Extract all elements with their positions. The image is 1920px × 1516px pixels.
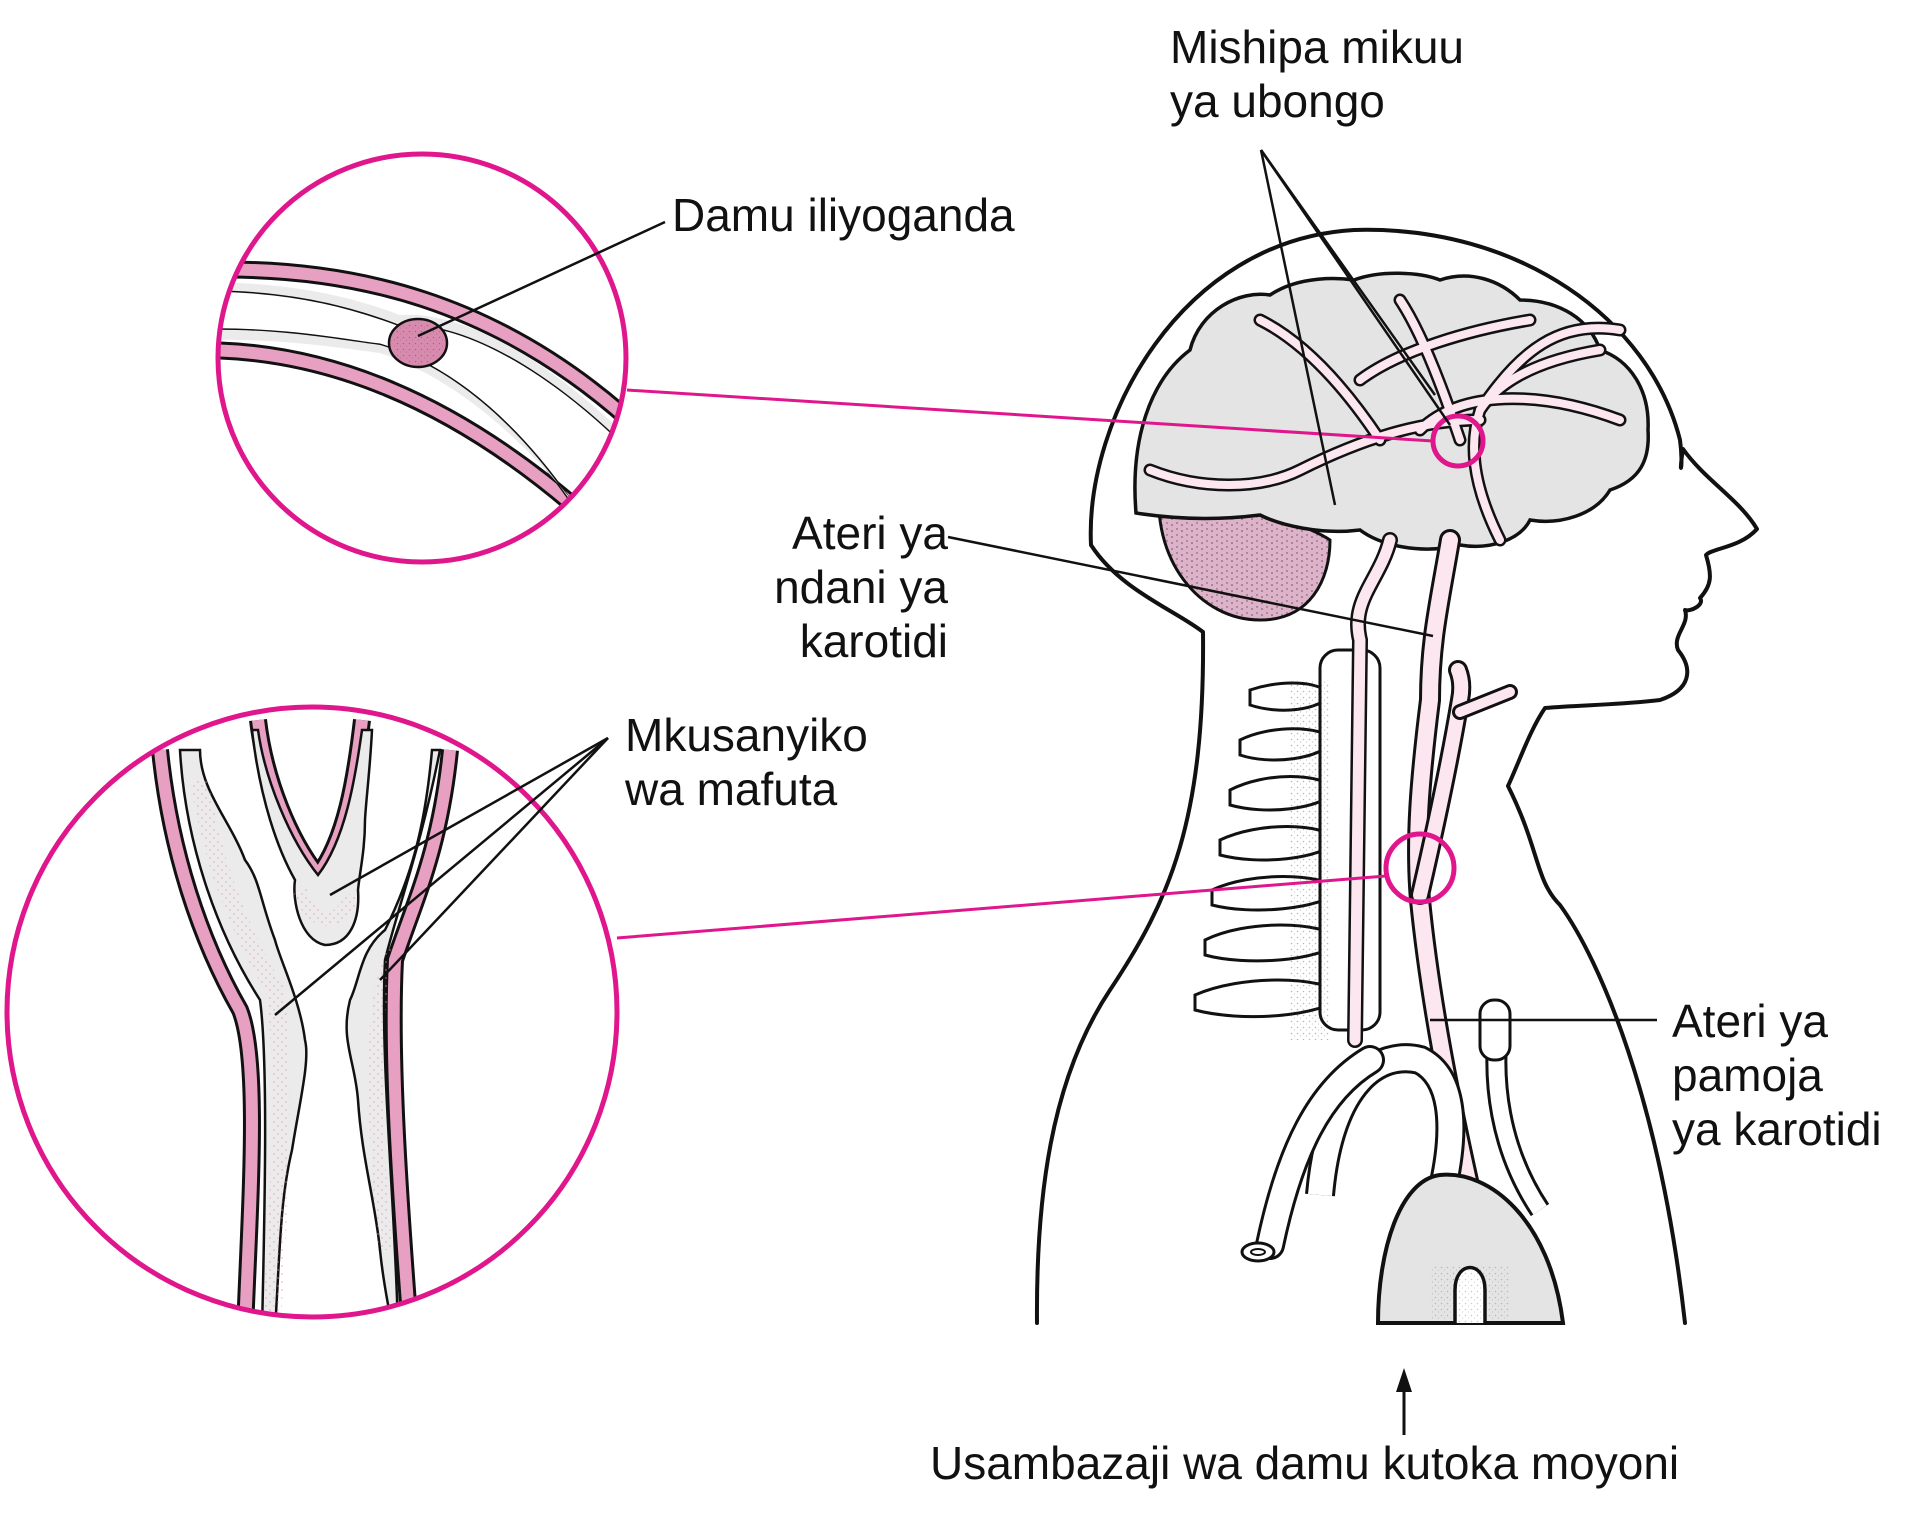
clot-connector-line: [626, 388, 1434, 443]
label-common-carotid-artery: Ateri ya pamoja ya karotidi: [1672, 994, 1882, 1156]
label-internal-carotid-artery: Ateri ya ndani ya karotidi: [700, 506, 948, 668]
clot-inset: [218, 154, 626, 562]
label-line: wa mafuta: [625, 763, 838, 815]
clot-leader-line: [417, 220, 666, 338]
clot-inset-ring: [215, 151, 629, 565]
plaque-leader-lines: [274, 736, 609, 1016]
label-line: Mkusanyiko: [625, 709, 868, 761]
label-line: ya karotidi: [1672, 1103, 1882, 1155]
label-line: Ateri ya: [1672, 995, 1828, 1047]
plaque-inset: [7, 707, 617, 1317]
plaque-inset-ring: [4, 704, 620, 1320]
brain-arteries-leader-lines: [1259, 149, 1452, 506]
label-line: ndani ya: [774, 561, 948, 613]
internal-carotid-leader-line: [947, 535, 1434, 638]
aorta: [1375, 1172, 1566, 1325]
label-line: Damu iliyoganda: [672, 189, 1015, 241]
plaque-connector-line: [616, 874, 1387, 940]
aortic-arch: [1240, 998, 1566, 1325]
label-line: karotidi: [799, 615, 948, 667]
brain: [1133, 271, 1650, 551]
label-line: Ateri ya: [792, 507, 948, 559]
up-arrow-icon: [1396, 1368, 1412, 1435]
body-silhouette: [1034, 227, 1759, 1325]
label-blood-from-heart: Usambazaji wa damu kutoka moyoni: [930, 1436, 1679, 1490]
label-line: pamoja: [1672, 1049, 1823, 1101]
neck-callout-ring: [1383, 831, 1457, 905]
label-fatty-deposit: Mkusanyiko wa mafuta: [625, 708, 868, 816]
label-line: Usambazaji wa damu kutoka moyoni: [930, 1437, 1680, 1489]
label-line: ya ubongo: [1170, 75, 1385, 127]
label-major-brain-arteries: Mishipa mikuu ya ubongo: [1170, 20, 1464, 128]
label-line: Mishipa mikuu: [1170, 21, 1464, 73]
label-blood-clot: Damu iliyoganda: [672, 188, 1015, 242]
